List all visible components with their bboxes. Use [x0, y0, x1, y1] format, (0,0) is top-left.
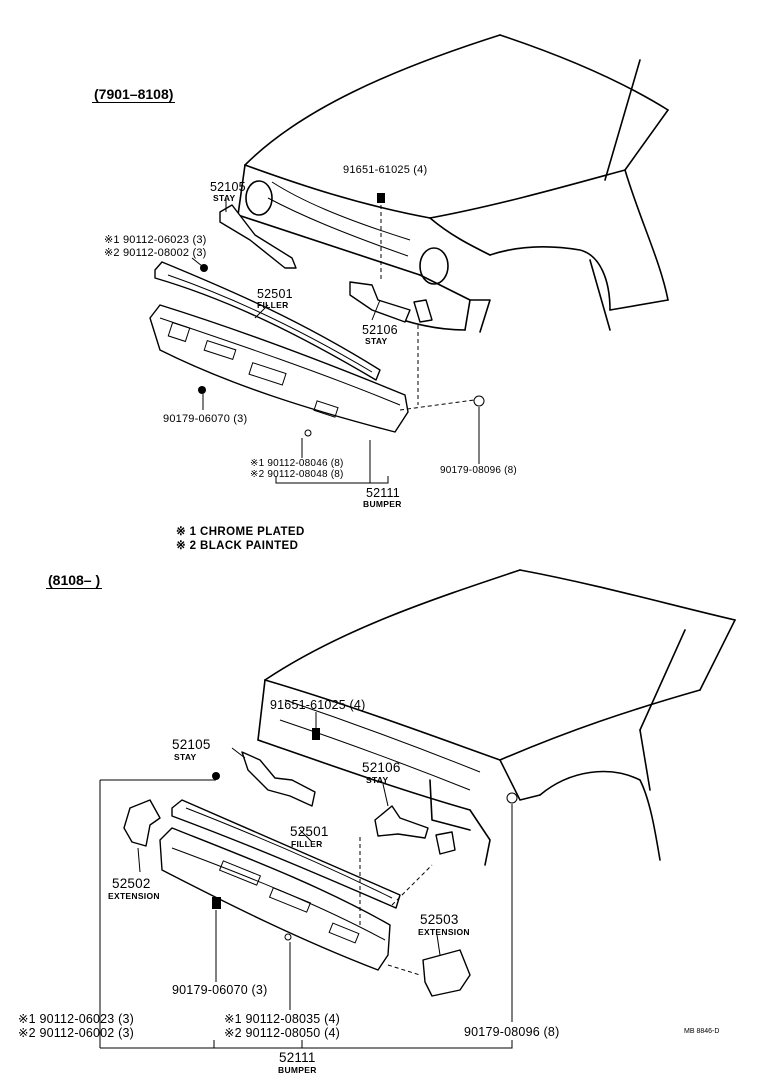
part-name-extension-right: EXTENSION	[418, 927, 470, 937]
leader-lines-top	[191, 200, 480, 484]
extensions-bottom	[123, 799, 471, 997]
part-number-stay-left-bottom: 52105	[172, 737, 211, 752]
filler-top	[154, 261, 381, 381]
nut-code-right-bottom: 90179-08096 (8)	[464, 1025, 560, 1039]
part-name-stay-right-bottom: STAY	[366, 775, 389, 785]
part-name-extension-left: EXTENSION	[108, 891, 160, 901]
part-name-filler-bottom: FILLER	[291, 839, 323, 849]
bolt-bumper-code-1-top: ※1 90112-08046 (8)	[250, 458, 344, 469]
stays-bottom	[241, 751, 456, 855]
fasteners-bottom	[212, 728, 518, 941]
part-number-screw-bottom: 91651-61025 (4)	[270, 698, 366, 712]
nut-code-right-top: 90179-08096 (8)	[440, 465, 517, 476]
part-number-bumper-bottom: 52111	[279, 1050, 316, 1065]
bolt-code-1-top: ※1 90112-06023 (3)	[104, 234, 207, 246]
part-number-extension-right: 52503	[420, 912, 459, 927]
part-name-stay-left-top: STAY	[213, 193, 236, 203]
bolt-code-2-top: ※2 90112-08002 (3)	[104, 247, 207, 259]
drawing-code: MB 8846-D	[684, 1028, 720, 1035]
truck-body-top	[237, 34, 669, 333]
part-name-filler-top: FILLER	[257, 300, 289, 310]
nut-code-left-top: 90179-06070 (3)	[163, 413, 248, 425]
fasteners-top	[198, 193, 485, 437]
part-number-extension-left: 52502	[112, 876, 151, 891]
part-number-stay-left-top: 52105	[210, 180, 246, 194]
bumper-bottom	[159, 827, 391, 971]
bolt-code-2-bottom: ※2 90112-06002 (3)	[18, 1026, 135, 1040]
part-number-filler-top: 52501	[257, 287, 293, 301]
period-bottom: (8108– )	[46, 572, 103, 589]
part-number-stay-right-top: 52106	[362, 323, 398, 337]
part-name-bumper-top: BUMPER	[363, 499, 402, 509]
part-name-bumper-bottom: BUMPER	[278, 1065, 317, 1075]
legend-chrome-plated: ※ 1 CHROME PLATED	[176, 526, 305, 538]
nut-code-left-bottom: 90179-06070 (3)	[172, 983, 268, 997]
part-number-filler-bottom: 52501	[290, 824, 329, 839]
part-name-stay-left-bottom: STAY	[174, 752, 197, 762]
leader-lines-bottom	[99, 712, 513, 1049]
bolt-bumper-code-2-bottom: ※2 90112-08050 (4)	[224, 1026, 341, 1040]
part-number-screw-top: 91651-61025 (4)	[343, 164, 428, 176]
bumper-top	[149, 304, 409, 433]
bolt-bumper-code-1-bottom: ※1 90112-08035 (4)	[224, 1012, 341, 1026]
stays-top	[219, 204, 433, 323]
bolt-bumper-code-2-top: ※2 90112-08048 (8)	[250, 469, 344, 480]
period-top: (7901–8108)	[92, 86, 176, 103]
part-name-stay-right-top: STAY	[365, 336, 388, 346]
legend-black-painted: ※ 2 BLACK PAINTED	[176, 540, 299, 552]
part-number-bumper-top: 52111	[366, 486, 400, 500]
truck-body-bottom	[257, 569, 736, 866]
bolt-code-1-bottom: ※1 90112-06023 (3)	[18, 1012, 135, 1026]
filler-bottom	[171, 799, 401, 909]
part-number-stay-right-bottom: 52106	[362, 760, 401, 775]
